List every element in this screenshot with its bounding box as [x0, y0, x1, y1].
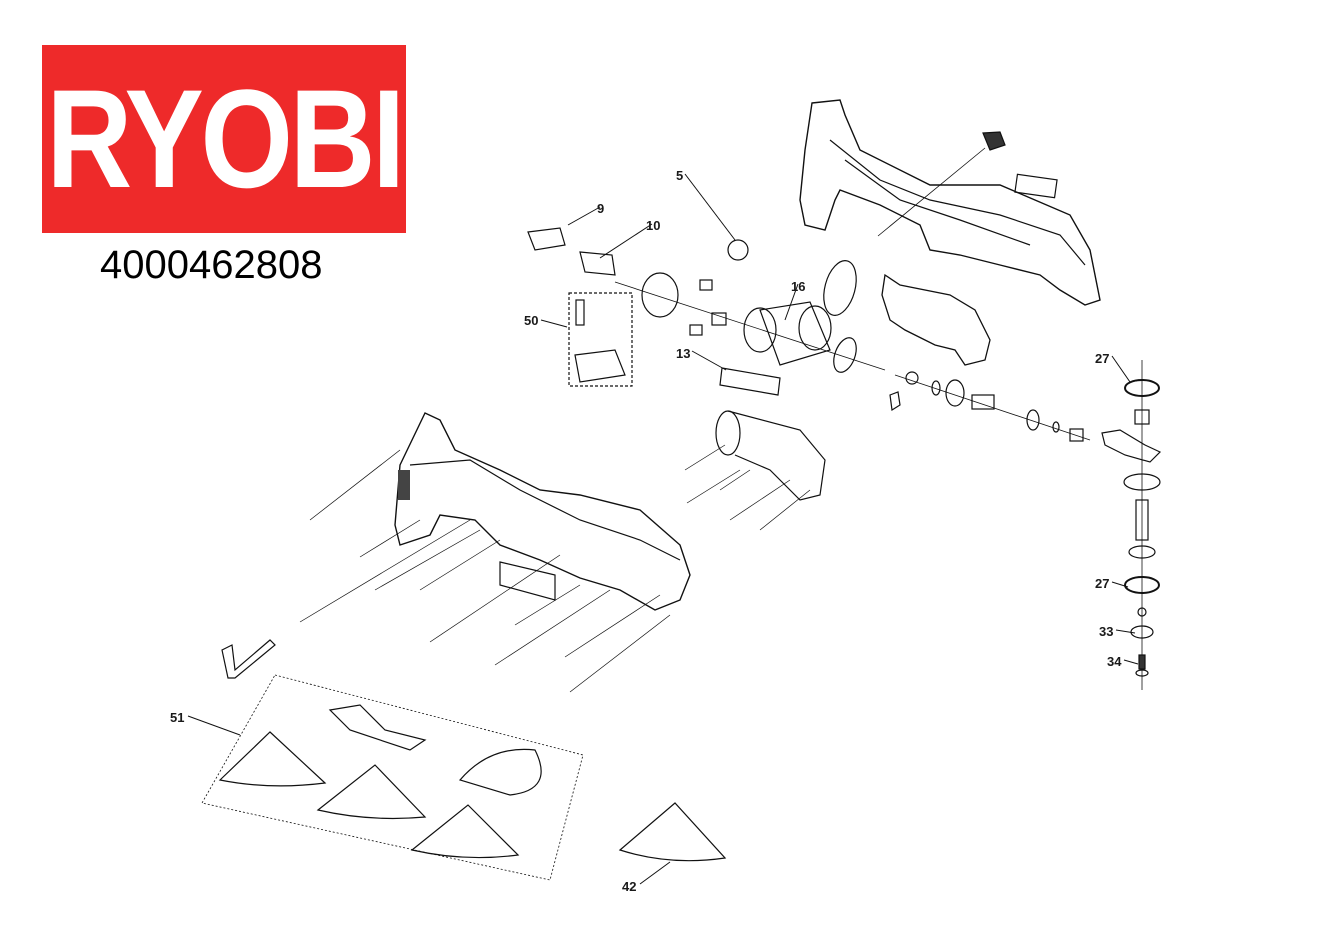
accessory-kit — [201, 674, 584, 881]
callout-10: 10 — [646, 218, 661, 233]
hex-key — [221, 639, 276, 679]
fan — [727, 239, 749, 261]
logo-text: RYOBI — [46, 60, 405, 217]
upper-housing-half — [799, 99, 1101, 306]
wire-terminal — [527, 227, 566, 251]
front-housing — [823, 260, 991, 366]
gear-housing — [715, 410, 826, 501]
switch — [579, 251, 616, 276]
spring — [575, 299, 585, 326]
callout-27-upper: 27 — [1095, 351, 1110, 366]
trigger — [574, 349, 626, 383]
spindle-parts — [889, 371, 1091, 442]
ryobi-logo: RYOBI — [42, 45, 406, 233]
screws — [299, 444, 811, 693]
leader-lines — [187, 173, 1139, 885]
motor — [614, 281, 886, 373]
pcb — [719, 367, 781, 396]
callout-33: 33 — [1099, 624, 1114, 639]
oscillating-head-stack — [1101, 360, 1162, 690]
part-number: 4000462808 — [100, 243, 323, 287]
callout-51: 51 — [170, 710, 185, 725]
callout-9: 9 — [597, 201, 605, 216]
sanding-pad — [618, 802, 727, 862]
callout-27-lower: 27 — [1095, 576, 1110, 591]
lower-housing-half — [394, 412, 691, 611]
callout-42: 42 — [622, 879, 637, 894]
callout-13: 13 — [676, 346, 691, 361]
trigger-kit-box — [568, 292, 633, 387]
callout-50: 50 — [524, 313, 539, 328]
brush-holder — [641, 272, 727, 336]
callout-5: 5 — [676, 168, 684, 183]
callout-16: 16 — [791, 279, 806, 294]
callout-34: 34 — [1107, 654, 1122, 669]
